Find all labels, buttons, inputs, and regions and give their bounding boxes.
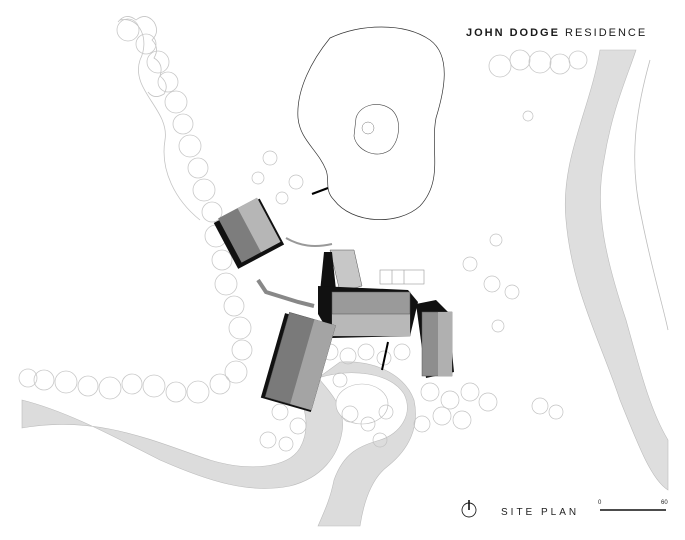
scale-start-label: 0 [598,500,602,506]
driveway-loop [317,361,416,527]
dock [311,186,329,196]
site-plan-label: SITE PLAN [501,507,580,518]
river-edge [634,59,669,331]
west-wing [260,311,336,413]
guest-house [213,197,285,269]
forest-canopy [117,16,201,221]
project-title: JOHN DODGE RESIDENCE [466,27,647,39]
driveway-island [335,383,389,425]
terrace [379,269,425,285]
project-title-suffix: RESIDENCE [565,27,648,39]
river-band [564,49,669,491]
entry-path [381,341,389,371]
garden-path [285,237,333,247]
pond-outline [297,26,445,220]
north-arrow-icon [461,500,477,518]
east-wing [416,300,454,378]
project-title-name: JOHN DODGE [466,27,560,39]
covered-walkway [256,278,315,308]
tree-cluster [251,110,564,452]
main-house [318,249,418,338]
scale-end-label: 60 [661,500,668,506]
pond-island [353,104,399,155]
